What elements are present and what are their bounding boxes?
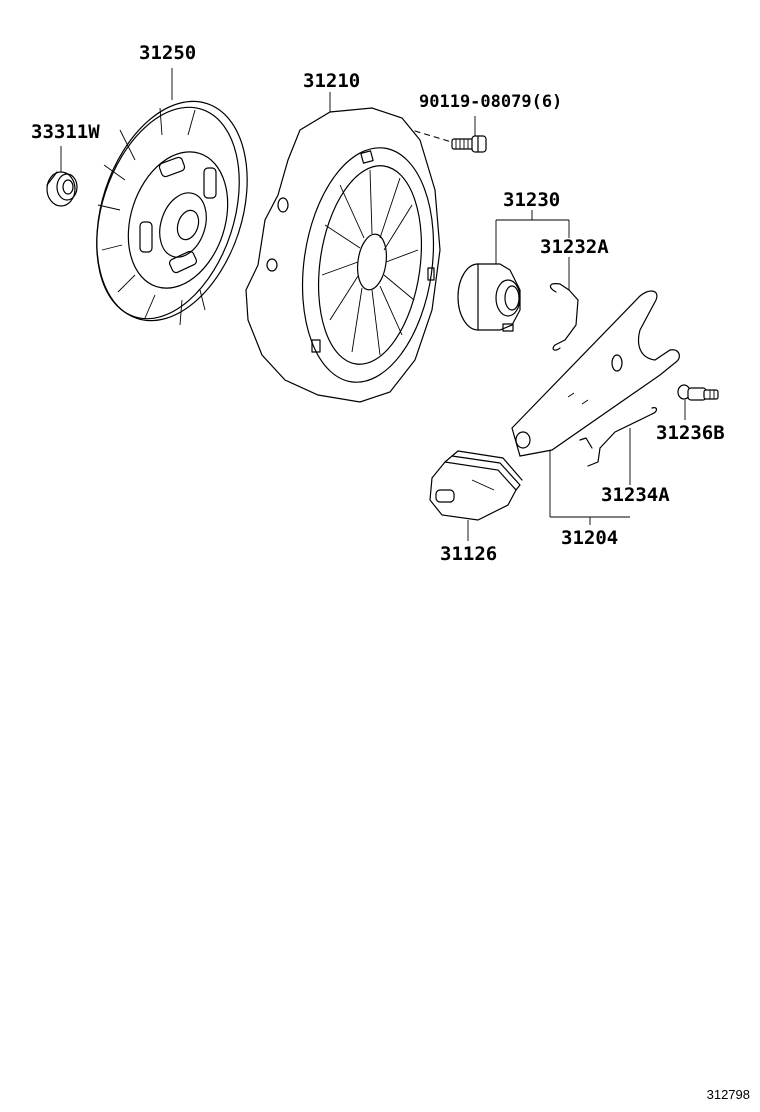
part-label-33311W[interactable]: 33311W xyxy=(31,121,100,143)
part-label-90119-08079[interactable]: 90119-08079(6) xyxy=(419,92,563,112)
release-fork-drawing[interactable] xyxy=(511,290,680,457)
part-label-31232A[interactable]: 31232A xyxy=(540,236,609,258)
part-label-31234A[interactable]: 31234A xyxy=(601,484,670,506)
part-label-31204[interactable]: 31204 xyxy=(561,527,619,549)
release-fork-boot-drawing[interactable] xyxy=(429,450,523,521)
bolt-drawing[interactable] xyxy=(451,135,487,153)
part-label-31210[interactable]: 31210 xyxy=(303,70,361,92)
part-label-31230[interactable]: 31230 xyxy=(503,189,561,211)
release-bearing-drawing[interactable] xyxy=(457,263,521,332)
release-fork-spring-drawing[interactable] xyxy=(579,407,658,467)
release-fork-support-drawing[interactable] xyxy=(677,384,719,401)
diagram-number: 312798 xyxy=(706,1087,750,1102)
pilot-bearing-drawing[interactable] xyxy=(46,171,78,207)
part-label-31236B[interactable]: 31236B xyxy=(656,422,725,444)
leader-lines xyxy=(60,68,686,541)
release-bearing-clip-drawing[interactable] xyxy=(549,283,579,351)
clutch-cover-drawing[interactable] xyxy=(245,107,448,403)
clutch-disc-drawing[interactable] xyxy=(71,82,274,340)
part-label-31126[interactable]: 31126 xyxy=(440,543,498,565)
part-label-31250[interactable]: 31250 xyxy=(139,42,197,64)
